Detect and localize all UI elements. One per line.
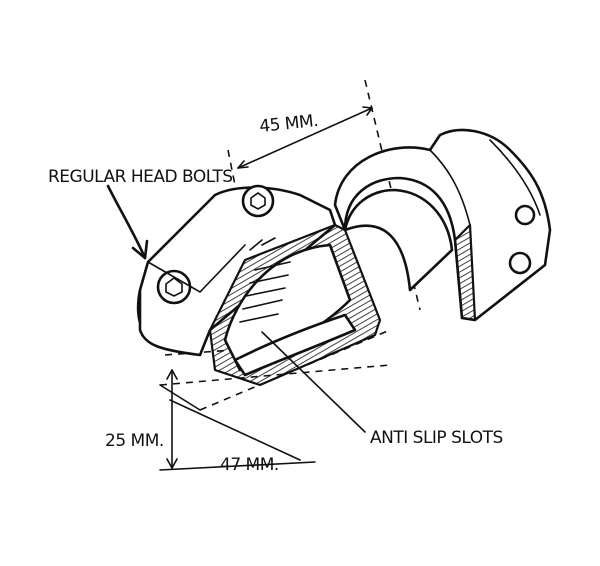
label-anti-slip-slots: ANTI SLIP SLOTS: [370, 428, 503, 448]
label-head-bolts: REGULAR HEAD BOLTS: [48, 167, 233, 187]
label-25mm: 25 MM.: [105, 431, 164, 451]
head-bolt-top: [241, 184, 275, 218]
slots-pointer: [261, 331, 366, 433]
label-45mm: 45 MM.: [258, 111, 319, 137]
dimension-47-line: [169, 399, 301, 461]
stem-body: [136, 128, 552, 387]
label-47mm: 47 MM.: [220, 455, 279, 475]
arrowhead-icon: [131, 239, 149, 260]
dimension-45-arrow: [237, 107, 373, 169]
head-bolt-left: [156, 269, 192, 305]
head-bolts-arrow: [106, 184, 147, 260]
anti-slip-slots: [239, 237, 291, 323]
